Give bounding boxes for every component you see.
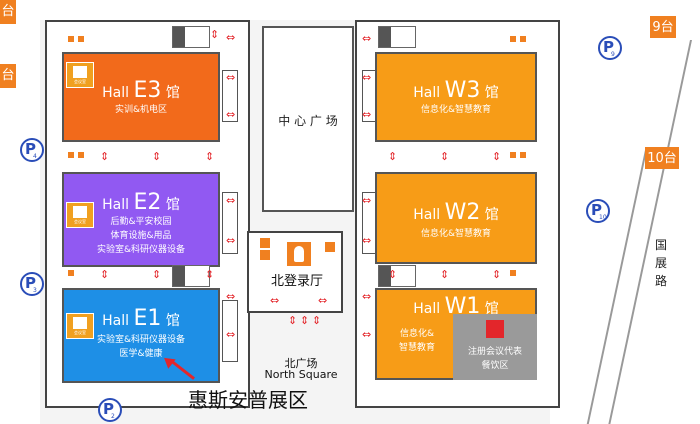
registration-label: 北登录厅 [270, 274, 323, 289]
entrance-arrow: ⇔ [362, 290, 372, 303]
entrance-arrow: ⇔ [270, 294, 280, 307]
hall-e1-line-1: 实验室&科研仪器设备 [96, 335, 186, 345]
entrance-arrow: ⇕ [388, 268, 398, 281]
entrance-arrow: ⇕ [388, 150, 398, 163]
entrance-arrow: ⇕ [100, 150, 110, 163]
entrance-arrow: ⇕ [312, 314, 322, 327]
hall-w3-title: Hall W3 馆 [413, 78, 499, 103]
road-name: 国 展 路 [655, 238, 668, 288]
entrance-arrow: ⇔ [226, 290, 236, 303]
hall-w1-right-line-2: 餐饮区 [481, 361, 509, 371]
entrance-arrow: ⇔ [318, 294, 328, 307]
hall-e2-line-2: 体育设施&用品 [110, 231, 172, 241]
hall-w1-left-line-2: 智慧教育 [398, 343, 435, 353]
road-east [550, 0, 700, 424]
hall-e1-line-2: 医学&健康 [119, 349, 163, 359]
entrance-arrow: ⇕ [152, 150, 162, 163]
facility-icon-4 [78, 152, 84, 158]
hall-e2[interactable]: Hall E2 馆 后勤&平安校园 体育设施&用品 实验室&科研仪器设备 [62, 172, 220, 267]
road-north [0, 0, 700, 20]
entrance-arrow: ⇕ [440, 268, 450, 281]
entrance-arrow: ⇕ [100, 268, 110, 281]
hall-e2-title: Hall E2 馆 [102, 190, 180, 215]
side-annex-w3 [362, 70, 376, 122]
hall-e3-line-1: 实训&机电区 [114, 105, 168, 115]
entrance-arrow: ⇔ [226, 234, 236, 247]
side-annex-w2 [362, 192, 376, 254]
entrance-arrow: ⇔ [362, 32, 372, 45]
central-plaza [262, 26, 354, 212]
hall-e2-line-3: 实验室&科研仪器设备 [96, 245, 186, 255]
entrance-arrow: ⇕ [288, 314, 298, 327]
hall-e1-title: Hall E1 馆 [102, 306, 180, 331]
hall-w1[interactable]: Hall W1 馆 信息化& 智慧教育 注册会议代表 餐饮区 [375, 288, 537, 380]
exhibit-area-callout: 惠斯安普展区 [188, 388, 308, 412]
hall-w2-line-1: 信息化&智慧教育 [420, 229, 492, 239]
entrance-arrow: ⇔ [226, 71, 236, 84]
gate-left-mid: 台 [0, 64, 16, 88]
north-square-en: North Square [264, 368, 338, 381]
facility-icon-3 [68, 152, 74, 158]
gate-10: 10台 [645, 147, 679, 169]
facility-icon-8 [510, 152, 516, 158]
entrance-arrow: ⇕ [440, 150, 450, 163]
entrance-arrow: ⇔ [362, 194, 372, 207]
facility-icon-10 [510, 270, 516, 276]
entrance-arrow: ⇕ [205, 268, 215, 281]
north-square-cn: 北广场 [284, 357, 318, 370]
annex-e2 [172, 265, 210, 287]
facility-icon-7 [520, 36, 526, 42]
side-annex-e1 [222, 300, 238, 362]
entrance-arrow: ⇕ [152, 268, 162, 281]
entrance-arrow: ⇔ [362, 234, 372, 247]
hall-e2-line-1: 后勤&平安校园 [110, 217, 172, 227]
facility-icon-9 [520, 152, 526, 158]
entrance-arrow: ⇔ [226, 194, 236, 207]
hall-w2[interactable]: Hall W2 馆 信息化&智慧教育 [375, 172, 537, 264]
registration-icon [287, 242, 311, 266]
annex-w3 [378, 26, 416, 48]
hall-w3[interactable]: Hall W3 馆 信息化&智慧教育 [375, 52, 537, 142]
gate-left-top: 台 [0, 0, 16, 24]
entrance-arrow: ⇕ [300, 314, 310, 327]
conference-room-icon-e2: 会议室 [66, 202, 94, 228]
conference-room-icon-e3: 会议室 [66, 62, 94, 88]
side-annex-e2 [222, 192, 238, 254]
entrance-arrow: ⇕ [210, 28, 220, 41]
elevator-icon [325, 242, 335, 252]
hall-w1-left-line-1: 信息化& [399, 329, 435, 339]
hall-w2-title: Hall W2 馆 [413, 200, 499, 225]
toilet-icon [260, 250, 270, 260]
facility-icon-6 [510, 36, 516, 42]
hall-e3-title: Hall E3 馆 [102, 78, 180, 103]
hall-w1-right-line-1: 注册会议代表 [467, 347, 522, 357]
facility-icon-5 [68, 270, 74, 276]
entrance-arrow: ⇔ [362, 108, 372, 121]
central-plaza-label: 中 心 广 场 [278, 114, 338, 128]
entrance-arrow: ⇕ [492, 150, 502, 163]
facility-icon-2 [78, 36, 84, 42]
entrance-arrow: ⇕ [492, 268, 502, 281]
entrance-arrow: ⇔ [362, 71, 372, 84]
entrance-arrow: ⇔ [226, 31, 236, 44]
info-icon [260, 238, 270, 248]
side-annex-e3 [222, 70, 238, 122]
entrance-arrow: ⇔ [226, 328, 236, 341]
dining-icon [486, 320, 504, 338]
entrance-arrow: ⇔ [362, 328, 372, 341]
gate-9: 9台 [650, 16, 676, 38]
annex-e3 [172, 26, 210, 48]
hall-w3-line-1: 信息化&智慧教育 [420, 105, 492, 115]
entrance-arrow: ⇔ [226, 108, 236, 121]
conference-room-icon-e1: 会议室 [66, 313, 94, 339]
entrance-arrow: ⇕ [205, 150, 215, 163]
annex-w1 [378, 265, 416, 287]
facility-icon-1 [68, 36, 74, 42]
